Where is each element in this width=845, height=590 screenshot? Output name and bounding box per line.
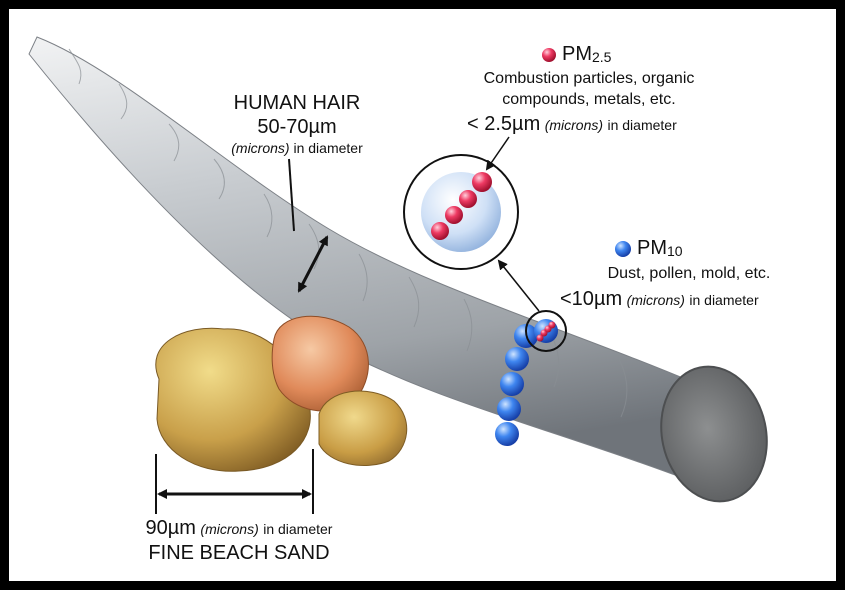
pm10-bullet-icon [615,241,631,257]
sand-title: FINE BEACH SAND [148,542,330,564]
hair-cut-end [660,365,768,503]
pm10-particles [495,324,538,446]
pm25-desc-line1: Combustion particles, organic [483,70,695,87]
pm25-particles-small [536,321,556,342]
diagram-canvas: HUMAN HAIR 50-70µm (microns) in diameter… [9,9,836,581]
hair-title: HUMAN HAIR [233,92,361,114]
sand-size: 90µm (microns) in diameter [145,517,333,539]
pm25-particles-large [431,172,492,240]
zoom-arrow [497,259,540,312]
pm-zoom-small [525,310,567,352]
pm25-pointer-arrow [485,136,510,171]
hair-diameter-note: (microns) in diameter [231,140,363,156]
hair-pointer-line [288,158,295,232]
pm25-size: < 2.5µm (microns) in diameter [467,113,677,135]
hair-dimension-arrow [297,235,329,293]
sand-grain-3 [318,390,408,467]
pm10-desc: Dust, pollen, mold, etc. [607,265,771,282]
pm25-label: PM2.5 [562,43,612,65]
pm10-label: PM10 [637,237,683,259]
hair-size: 50-70µm [257,116,337,138]
pm10-size: <10µm (microns) in diameter [560,288,759,310]
illustration [28,36,768,514]
pm25-bullet-icon [542,48,556,62]
pm25-desc-line2: compounds, metals, etc. [502,91,676,108]
